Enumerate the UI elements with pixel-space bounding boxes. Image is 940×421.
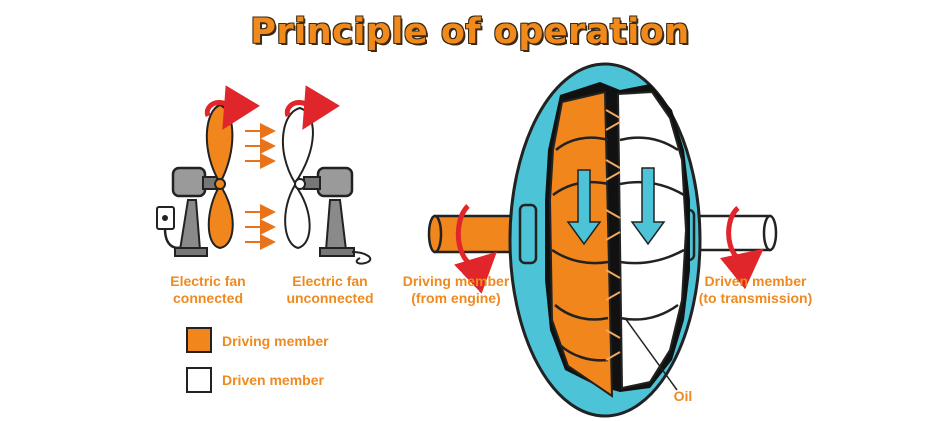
impeller-vanes bbox=[551, 136, 685, 362]
fluid-coupling bbox=[427, 62, 778, 418]
label-driving-member: Driving member (from engine) bbox=[402, 273, 510, 306]
legend-swatch-driving bbox=[186, 327, 212, 353]
fan-blade-bottom bbox=[207, 183, 234, 250]
fan-stand bbox=[324, 199, 348, 251]
rotation-arrow-icon bbox=[719, 206, 764, 290]
rotation-arrow-icon bbox=[454, 204, 497, 294]
fan-connected bbox=[156, 85, 260, 257]
fan-base bbox=[319, 247, 355, 257]
fan-blade-top bbox=[205, 103, 234, 186]
fan-base bbox=[174, 247, 208, 257]
legend-swatch-driven bbox=[186, 367, 212, 393]
rotation-arrow-icon bbox=[204, 85, 260, 130]
oil-leader-line bbox=[624, 317, 678, 391]
power-cord bbox=[351, 251, 372, 265]
label-fan-unconnected: Electric fan unconnected bbox=[286, 273, 374, 306]
flow-arrow-icon bbox=[630, 167, 666, 246]
label-oil: Oil bbox=[673, 388, 693, 404]
rotation-arrow-icon bbox=[284, 85, 340, 130]
fan-motor bbox=[171, 166, 207, 198]
flow-arrow-icon bbox=[566, 169, 602, 246]
fan-motor bbox=[316, 166, 354, 198]
driven-turbine bbox=[616, 90, 688, 390]
fan-stand bbox=[178, 199, 202, 251]
label-fan-connected: Electric fan connected bbox=[170, 273, 246, 306]
fan-blade-top bbox=[281, 106, 314, 185]
legend-driven-member: Driven member bbox=[222, 372, 324, 388]
air-flow-arrows bbox=[245, 123, 276, 250]
fan-unconnected bbox=[281, 85, 372, 265]
label-driven-member: Driven member (to transmission) bbox=[698, 273, 813, 306]
legend-driving-member: Driving member bbox=[222, 333, 329, 349]
driving-hub bbox=[518, 203, 538, 265]
page-title: Principle of operation bbox=[250, 12, 690, 52]
oil-streaks bbox=[605, 109, 621, 361]
fan-blade-bottom bbox=[284, 183, 311, 250]
